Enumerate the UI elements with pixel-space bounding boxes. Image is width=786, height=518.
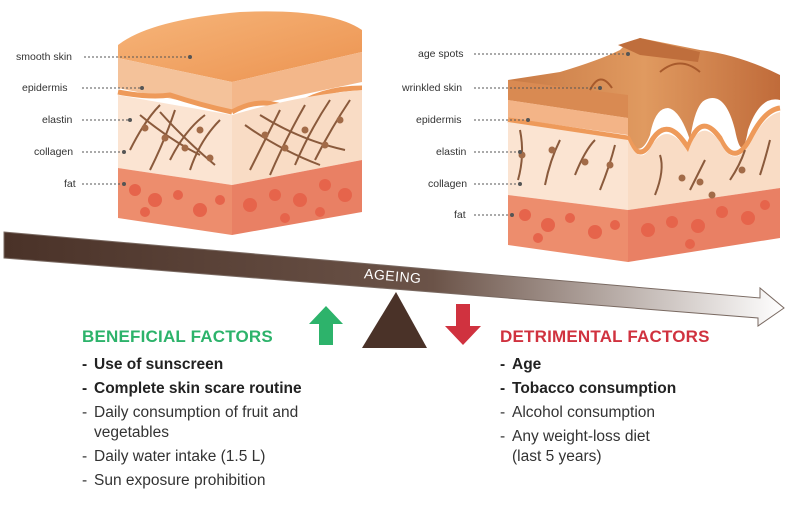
label-age-spots: age spots [418,48,464,60]
aged-dermis-left [508,122,628,210]
ageing-timeline-arrow: AGEING [3,231,785,327]
aged-epidermis-left [508,100,628,135]
ageing-label: AGEING [364,265,423,286]
young-skin-labels: smooth skin epidermis elastin collagen f… [16,51,192,190]
young-epidermis-left [118,58,232,110]
young-skin-top-surface [118,11,362,83]
label-fat: fat [64,178,76,190]
fulcrum-triangle [362,292,427,348]
young-elastin-beads [141,116,344,162]
list-item: -Any weight-loss diet(last 5 years) [500,428,650,465]
young-dermis-right [232,90,362,185]
label-epidermis: epidermis [22,82,68,94]
list-item: -Age [500,356,542,373]
label-collagen: collagen [34,146,73,158]
label-elastin: elastin [42,114,73,126]
beneficial-factors-title: BENEFICIAL FACTORS [82,327,273,346]
list-item: -Daily water intake (1.5 L) [82,448,266,465]
list-item: -Tobacco consumption [500,380,677,397]
young-fibers [129,99,351,176]
label-smooth-skin: smooth skin [16,51,72,63]
list-item: -Use of sunscreen [82,356,224,373]
young-epidermis-right [232,52,362,110]
list-item: -Complete skin scare routine [82,380,302,397]
aged-age-spot-ridge [618,38,700,62]
detrimental-factors-title: DETRIMENTAL FACTORS [500,327,710,346]
young-fat-left [118,168,232,235]
young-skin-block [117,11,363,235]
label-epidermis-aged: epidermis [416,114,462,126]
young-epidermis-wave-left [117,89,233,115]
detrimental-factors-list: -Age -Tobacco consumption -Alcohol consu… [500,355,780,467]
label-elastin-aged: elastin [436,146,467,158]
aged-top-ridge [508,80,628,118]
aged-fold-1 [589,78,613,91]
young-fat-cells [129,179,352,223]
aged-epidermis-wave [507,105,781,156]
beneficial-factors-list: -Use of sunscreen -Complete skin scare r… [82,355,362,491]
label-collagen-aged: collagen [428,178,467,190]
aged-wrinkled-surface [508,38,780,149]
aged-fat-left [508,195,628,262]
list-item: -Sun exposure prohibition [82,472,266,489]
label-wrinkled-skin: wrinkled skin [401,82,462,94]
aged-fat-cells [519,200,770,249]
aged-skin-labels: age spots wrinkled skin epidermis elasti… [401,48,630,221]
aged-fold-2 [659,62,701,73]
detrimental-factors-panel: DETRIMENTAL FACTORS -Age -Tobacco consum… [500,327,780,471]
green-up-arrow-icon [309,306,343,345]
red-down-arrow-icon [445,304,481,345]
aged-elastin-beads [518,146,746,199]
label-fat-aged: fat [454,209,466,221]
list-item: -Alcohol consumption [500,404,656,421]
aged-skin-block [507,38,781,262]
beneficial-factors-panel: BENEFICIAL FACTORS -Use of sunscreen -Co… [82,327,362,495]
